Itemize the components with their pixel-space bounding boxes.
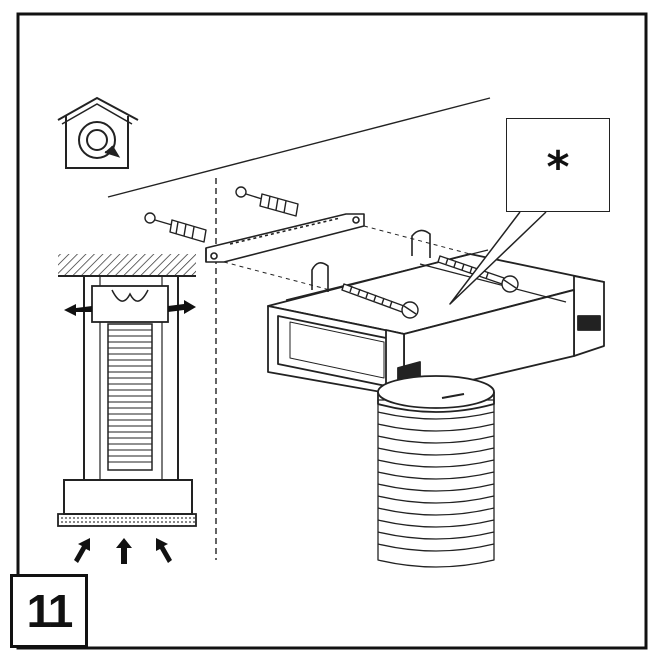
rectangular-duct bbox=[267, 249, 605, 413]
wall-plug-right bbox=[235, 186, 299, 217]
air-in-arrow-center bbox=[116, 538, 132, 564]
air-out-right-arrow bbox=[168, 300, 196, 314]
duct-assembly bbox=[144, 186, 605, 568]
callout-pointer bbox=[449, 211, 547, 305]
air-out-left-arrow bbox=[64, 304, 92, 316]
recirculation-house-icon bbox=[57, 96, 139, 169]
mounting-bracket bbox=[205, 213, 365, 263]
air-in-arrow-right bbox=[156, 538, 172, 563]
step-number-box: 11 bbox=[10, 574, 88, 648]
grease-filter bbox=[57, 513, 197, 527]
asterisk-note-icon: * bbox=[546, 142, 570, 193]
flexible-hose bbox=[377, 399, 495, 568]
diagram-border bbox=[16, 12, 648, 650]
hood-cross-section bbox=[57, 254, 197, 564]
duct-hook-left bbox=[311, 262, 329, 292]
callout-box: * bbox=[506, 118, 610, 212]
ceiling-line bbox=[107, 97, 491, 198]
air-in-arrow-left bbox=[74, 538, 90, 563]
ceiling-hatch bbox=[58, 254, 196, 276]
duct-hook-right bbox=[411, 229, 431, 258]
wall-plug-left bbox=[144, 212, 207, 243]
screw-front bbox=[341, 283, 419, 319]
step-number: 11 bbox=[26, 585, 74, 637]
